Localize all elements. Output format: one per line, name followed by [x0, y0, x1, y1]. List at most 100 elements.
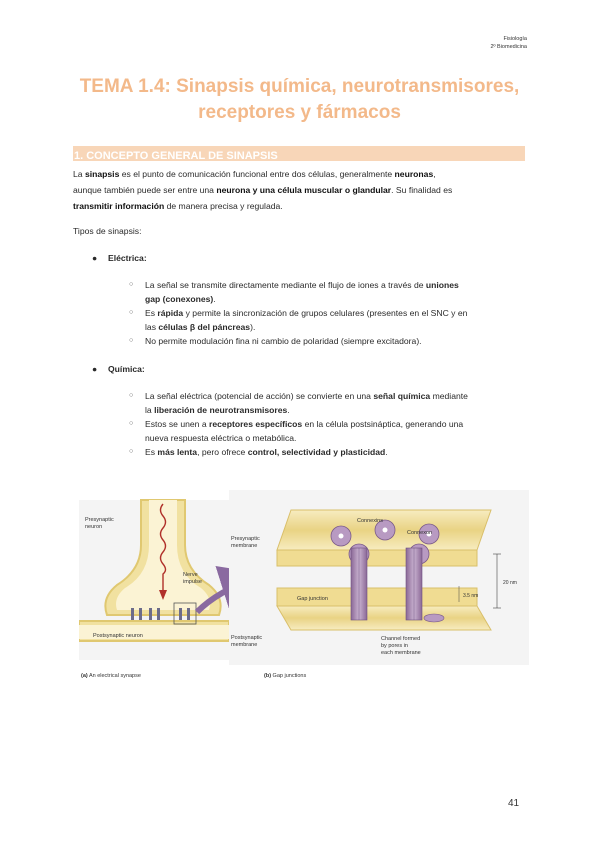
circle-bullet: ○ [129, 309, 134, 316]
caption-b-text: Gap junctions [271, 673, 306, 679]
electrica-item-2: ○ Es rápida y permite la sincronización … [129, 306, 529, 334]
text: en la célula postsináptica, generando un… [302, 419, 464, 429]
text: . [213, 294, 216, 304]
caption-b: (b) Gap junctions [264, 673, 306, 679]
text: La señal eléctrica (potencial de acción)… [145, 391, 374, 401]
channels [350, 547, 423, 621]
text: La [73, 169, 85, 179]
circle-bullet: ○ [129, 392, 134, 399]
text: nueva respuesta eléctrica o metabólica. [145, 433, 297, 443]
bullet-dot: ● [92, 364, 98, 374]
text: y permite la sincronización de grupos ce… [183, 308, 468, 318]
text: la [145, 405, 155, 415]
page-number: 41 [508, 798, 520, 809]
bold-text: control, selectividad y plasticidad [247, 447, 386, 457]
types-label: Tipos de sinapsis: [73, 226, 142, 236]
circle-bullet: ○ [129, 448, 134, 455]
label-presynaptic-membrane-1: Presynaptic [231, 536, 260, 542]
text: La señal se transmite directamente media… [145, 280, 426, 290]
label-postsynaptic-neuron: Postsynaptic neuron [93, 633, 143, 639]
text: ). [250, 322, 256, 332]
bold-text: rápida [157, 308, 184, 318]
label-nerve-impulse-1: Nerve [183, 572, 198, 578]
intro-line-2: aunque también puede ser entre una neuro… [73, 182, 528, 198]
item-text: La señal se transmite directamente media… [145, 278, 529, 306]
bullet-electrica: ● Eléctrica: [92, 250, 147, 266]
electrical-synapse-panel: Presynaptic neuron Nerve impulse Postsyn… [79, 499, 230, 660]
text: . [385, 447, 388, 457]
intro-paragraph: La sinapsis es el punto de comunicación … [73, 166, 528, 214]
text: . [287, 405, 290, 415]
text: Es [145, 447, 158, 457]
item-text: Estos se unen a receptores específicos e… [145, 417, 529, 445]
label-presynaptic-neuron-2: neuron [85, 524, 102, 530]
quimica-item-1: ○ La señal eléctrica (potencial de acció… [129, 389, 529, 417]
header-course: 2º Biomedicina [490, 44, 527, 50]
quimica-item-3: ○ Es más lenta, pero ofrece control, sel… [129, 445, 529, 459]
bold-text: neuronas [394, 169, 434, 179]
section-heading-text: 1. CONCEPTO GENERAL DE SINAPSIS [74, 150, 278, 162]
caption-b-letter: (b) [264, 673, 271, 679]
item-text: Es más lenta, pero ofrece control, selec… [145, 445, 529, 459]
item-text: Es rápida y permite la sincronización de… [145, 306, 529, 334]
label-postsynaptic-membrane-2: membrane [231, 642, 257, 648]
text: de manera precisa y regulada. [164, 201, 283, 211]
label-channel-3: each membrane [381, 650, 421, 656]
bullet-quimica: ● Química: [92, 361, 145, 377]
caption-a-text: An electrical synapse [88, 673, 141, 679]
bold-text: sinapsis [84, 169, 120, 179]
text: es el punto de comunicación funcional en… [119, 169, 395, 179]
caption-a-letter: (a) [81, 673, 88, 679]
header-subject: Fisiología [503, 36, 527, 42]
text: mediante [430, 391, 468, 401]
label-channel-2: by pores in [381, 643, 408, 649]
text: aunque también puede ser entre una [73, 185, 217, 195]
text: , [433, 169, 436, 179]
title-line-2: receptores y fármacos [198, 102, 401, 123]
caption-a: (a) An electrical synapse [81, 673, 141, 679]
label-presynaptic-membrane-2: membrane [231, 543, 257, 549]
bold-text: señal química [373, 391, 431, 401]
text: las [145, 322, 159, 332]
title-line-1: TEMA 1.4: Sinapsis química, neurotransmi… [79, 76, 520, 97]
bold-text: células β del páncreas [158, 322, 251, 332]
electrica-item-1: ○ La señal se transmite directamente med… [129, 278, 529, 306]
circle-bullet: ○ [129, 337, 134, 344]
label-presynaptic-neuron-1: Presynaptic [85, 517, 114, 523]
bold-text: liberación de neurotransmisores [154, 405, 288, 415]
label-distance-small: 3.5 nm [463, 593, 478, 599]
item-text: No permite modulación fina ni cambio de … [145, 336, 422, 346]
quimica-item-2: ○ Estos se unen a receptores específicos… [129, 417, 529, 445]
label-postsynaptic-membrane-1: Postsynaptic [231, 635, 262, 641]
synapse-figure: Presynaptic neuron Nerve impulse Postsyn… [79, 490, 529, 679]
label-distance-large: 20 nm [503, 580, 517, 586]
circle-bullet: ○ [129, 281, 134, 288]
running-header: Fisiología 2º Biomedicina [490, 35, 527, 51]
intro-line-3: transmitir información de manera precisa… [73, 198, 528, 214]
bullet-dot: ● [92, 253, 98, 263]
item-text: La señal eléctrica (potencial de acción)… [145, 389, 529, 417]
text: Es [145, 308, 158, 318]
label-connexins: Connexins [357, 518, 383, 524]
bold-text: receptores específicos [209, 419, 303, 429]
section-heading: 1. CONCEPTO GENERAL DE SINAPSIS [73, 146, 525, 162]
text: . Su finalidad es [391, 185, 453, 195]
text: Estos se unen a [145, 419, 210, 429]
bold-text: gap (conexones) [145, 294, 214, 304]
label-nerve-impulse-2: impulse [183, 579, 202, 585]
electrica-item-3: ○ No permite modulación fina ni cambio d… [129, 334, 529, 348]
bold-text: más lenta [157, 447, 198, 457]
bullet-label: Eléctrica: [108, 253, 147, 263]
label-channel-1: Channel formed [381, 636, 420, 642]
label-gap-junction: Gap junction [297, 596, 328, 602]
intro-line-1: La sinapsis es el punto de comunicación … [73, 166, 528, 182]
gap-junction-panel: Presynaptic membrane Connexins Connexon … [229, 490, 529, 665]
bold-text: uniones [425, 280, 459, 290]
text: , pero ofrece [197, 447, 248, 457]
bold-text: neurona y una célula muscular o glandula… [216, 185, 392, 195]
label-connexon: Connexon [407, 530, 432, 536]
page-title: TEMA 1.4: Sinapsis química, neurotransmi… [0, 74, 599, 126]
circle-bullet: ○ [129, 420, 134, 427]
bold-text: transmitir información [73, 201, 165, 211]
bullet-label: Química: [108, 364, 145, 374]
